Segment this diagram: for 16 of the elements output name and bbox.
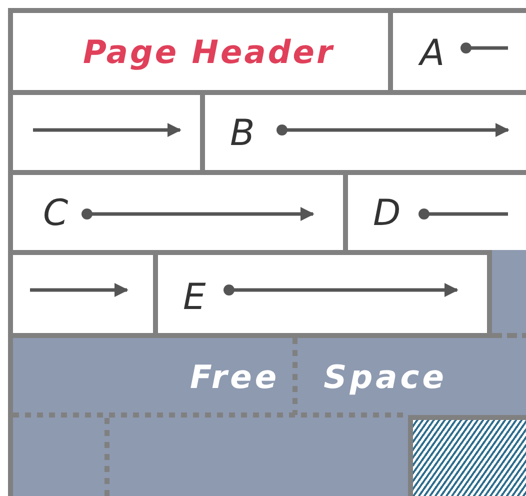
- block-letter: B: [230, 116, 255, 152]
- region-label: Free Space: [190, 361, 447, 393]
- block-letter: A: [420, 36, 445, 72]
- block-letter: D: [373, 196, 401, 232]
- memory-block: [8, 8, 388, 90]
- memory-block: [8, 170, 343, 250]
- hatched-block: [408, 415, 526, 496]
- free-space-cell: [492, 250, 526, 338]
- free-space-region: [8, 338, 526, 496]
- memory-block: [153, 250, 492, 338]
- block-letter: C: [43, 196, 68, 232]
- memory-block: [388, 8, 526, 90]
- memory-block: [200, 90, 526, 170]
- block-letter: E: [183, 280, 206, 316]
- memory-block: [343, 170, 526, 250]
- header-title: Page Header: [83, 36, 334, 68]
